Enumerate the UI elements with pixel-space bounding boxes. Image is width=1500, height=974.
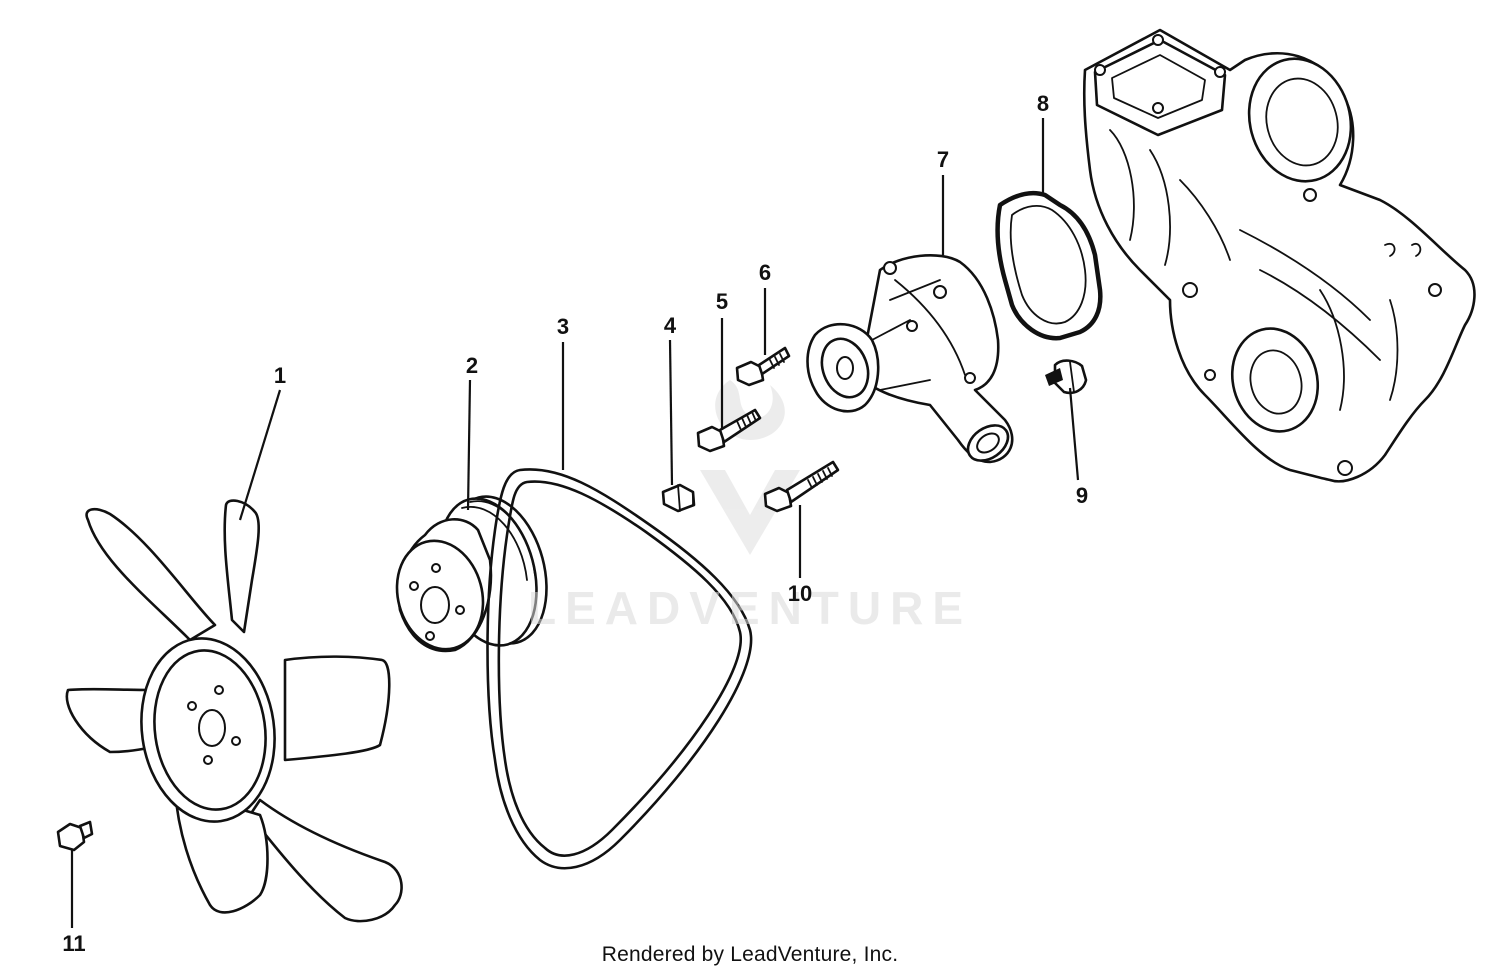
fan-blade	[65, 687, 162, 754]
bolt-part-10[interactable]	[763, 460, 840, 513]
leader-lines	[70, 118, 1080, 928]
fan-blade	[85, 507, 217, 642]
callout-8[interactable]: 8	[1036, 91, 1050, 116]
water-pump-part-7[interactable]	[806, 254, 1015, 468]
bolt-part-6[interactable]	[735, 346, 791, 387]
callout-2[interactable]: 2	[465, 353, 479, 378]
fan-blade	[283, 655, 391, 762]
fan-part-1[interactable]	[65, 499, 403, 923]
callout-9[interactable]: 9	[1075, 483, 1089, 508]
callout-1[interactable]: 1	[273, 363, 287, 388]
fan-blade	[173, 788, 269, 914]
fan-blade	[223, 499, 260, 634]
bolt-part-4[interactable]	[661, 483, 696, 513]
callout-7[interactable]: 7	[936, 147, 950, 172]
pulley-part-2[interactable]	[385, 486, 562, 659]
watermark-text: LEADVENTURE	[527, 582, 973, 634]
v-belt-part-3[interactable]	[486, 468, 753, 870]
fan-center-hole	[198, 709, 226, 747]
callout-10[interactable]: 10	[787, 581, 813, 606]
callout-6[interactable]: 6	[758, 260, 772, 285]
callout-5[interactable]: 5	[715, 289, 729, 314]
gear-case-housing	[1082, 28, 1476, 483]
callout-11[interactable]: 11	[62, 931, 86, 956]
callout-3[interactable]: 3	[556, 314, 570, 339]
thermo-switch-part-9[interactable]	[1045, 359, 1088, 395]
plug-part-11[interactable]	[56, 820, 94, 852]
callout-4[interactable]: 4	[663, 313, 677, 338]
credit-text: Rendered by LeadVenture, Inc.	[601, 943, 899, 966]
gasket-part-8[interactable]	[995, 190, 1103, 341]
pulley-center-hole	[420, 586, 450, 624]
fan-blade	[248, 798, 403, 923]
bolt-part-5[interactable]	[696, 408, 762, 453]
watermark-emblem	[700, 380, 800, 555]
